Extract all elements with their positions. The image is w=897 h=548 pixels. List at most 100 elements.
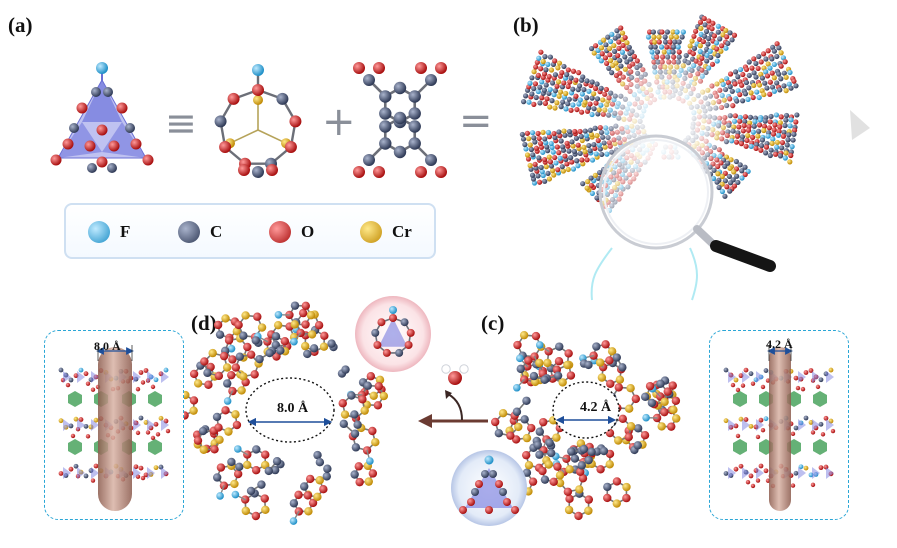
carbon-atom [58, 367, 64, 373]
octahedron-face [63, 419, 71, 431]
oxygen-atom [246, 350, 256, 359]
carbon-atom [523, 93, 529, 99]
fluorine-atom [763, 416, 769, 422]
fluorine-atom [707, 48, 713, 54]
oxygen-atom [763, 468, 769, 474]
octahedron-face [742, 419, 750, 431]
oxygen-atom [615, 53, 621, 59]
chromium-atom [558, 378, 567, 387]
carbon-atom [215, 330, 225, 339]
carbon-atom [289, 499, 299, 508]
fluorine-atom [724, 76, 730, 82]
chromium-atom [199, 445, 208, 454]
oxygen-atom [570, 68, 577, 74]
oxygen-atom [553, 462, 562, 471]
carbon-atom [574, 158, 580, 164]
carbon-atom [471, 488, 479, 496]
inset-d-drawing [58, 345, 171, 511]
carbon-atom [788, 85, 794, 91]
oxygen-atom [130, 138, 142, 150]
oxygen-atom [377, 318, 386, 327]
carbon-atom [676, 39, 682, 45]
oxygen-atom [250, 370, 259, 379]
oxygen-atom [435, 62, 447, 74]
carbon-atom [379, 137, 392, 150]
equals-symbol: = [459, 98, 493, 144]
carbon-atom [512, 407, 522, 416]
oxygen-atom [564, 161, 570, 167]
oxygen-atom [758, 59, 764, 65]
linker-ring [68, 439, 82, 455]
oxygen-atom [552, 58, 558, 64]
legend-item-c: C [178, 218, 222, 246]
oxygen-atom [511, 506, 519, 514]
oxygen-atom [467, 498, 475, 506]
fluorine-atom [739, 175, 745, 181]
carbon-atom [763, 368, 769, 373]
carbon-atom [363, 74, 375, 86]
chromium-atom [670, 29, 676, 35]
oxygen-atom [605, 356, 614, 365]
fluorine-atom [598, 58, 604, 64]
chromium-atom [215, 435, 224, 444]
chromium-atom [575, 485, 584, 494]
chromium-atom [564, 505, 574, 515]
chromium-atom [622, 482, 631, 492]
carbon-atom [542, 54, 548, 60]
fluorine-atom-icon [88, 221, 110, 243]
oxygen-atom [90, 387, 96, 392]
oxygen-atom [699, 55, 705, 61]
carbon-atom [520, 415, 529, 424]
oxygen-atom [532, 81, 539, 87]
carbon-atom [614, 28, 620, 34]
oxygen-atom [624, 432, 633, 442]
fluorine-atom [780, 55, 787, 61]
carbon-atom [371, 328, 380, 337]
chromium-atom [761, 127, 767, 134]
chromium-atom [158, 415, 164, 421]
oxygen-atom [810, 482, 816, 488]
oxygen-atom [750, 381, 756, 386]
chromium-atom [611, 42, 617, 49]
inset-c-drawing [723, 345, 836, 511]
carbon-atom [587, 148, 593, 154]
chromium-atom [582, 149, 588, 155]
oxygen-atom [135, 430, 141, 436]
carbon-atom [529, 371, 539, 381]
carbon-atom [531, 86, 537, 92]
linker-ring [148, 391, 162, 407]
oxygen-atom [745, 479, 751, 485]
chromium-atom [673, 34, 680, 40]
oxygen-atom [737, 91, 743, 98]
carbon-atom [520, 136, 527, 142]
oxygen-atom [214, 371, 224, 381]
chromium-atom [563, 90, 569, 97]
oxygen-atom [301, 301, 310, 310]
oxygen-atom [221, 406, 230, 415]
carbon-atom [499, 488, 507, 496]
carbon-atom [548, 163, 555, 169]
carbon-atom [553, 371, 563, 380]
chromium-atom [241, 311, 250, 320]
chromium-atom [592, 172, 598, 178]
carbon-atom [733, 69, 739, 75]
carbon-atom [537, 84, 543, 90]
chromium-atom [239, 372, 248, 381]
chromium-atom [552, 105, 558, 111]
fluorine-atom [540, 149, 546, 155]
oxygen-atom [584, 495, 594, 504]
oxygen-atom [724, 34, 730, 40]
oxygen-atom [622, 493, 631, 503]
oxygen-atom [731, 32, 738, 38]
carbon-atom [276, 346, 285, 355]
oxygen-atom [415, 166, 427, 178]
octahedron-face [826, 419, 834, 431]
carbon-atom [309, 344, 319, 353]
oxygen-atom [564, 140, 570, 146]
carbon-atom [556, 129, 562, 135]
oxygen-atom [531, 331, 541, 341]
carbon-atom [584, 455, 593, 465]
oxygen-atom [76, 102, 88, 114]
carbon-atom [746, 72, 752, 79]
chromium-atom [668, 34, 674, 40]
